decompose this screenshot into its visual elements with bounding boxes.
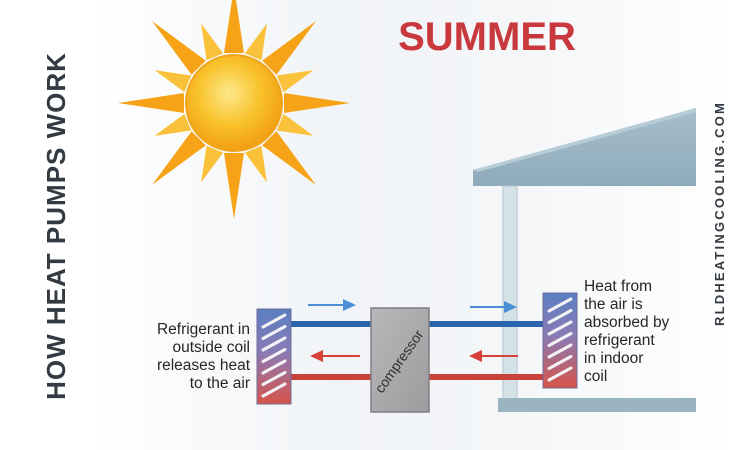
- caption-line: in indoor: [584, 350, 644, 367]
- coil-fin: [547, 355, 573, 370]
- caption-line: absorbed by: [584, 314, 670, 331]
- caption-line: Heat from: [584, 278, 653, 295]
- coil-fin: [547, 366, 573, 382]
- sun-icon: [118, 0, 350, 219]
- coil-fin: [547, 320, 573, 336]
- compressor: compressor: [370, 307, 430, 413]
- arrow-right-icon: [308, 299, 356, 311]
- sun-ray: [244, 23, 267, 61]
- caption-line: outside coil: [172, 339, 250, 356]
- sun-ray: [284, 93, 350, 113]
- season-heading: SUMMER: [398, 15, 576, 59]
- caption-line: releases heat: [156, 357, 250, 374]
- arrow-left-icon: [310, 350, 360, 362]
- sun-ray: [262, 20, 317, 75]
- house-icon: [473, 108, 696, 412]
- caption-line: refrigerant: [584, 332, 655, 349]
- sun-ray: [244, 145, 267, 183]
- sun-ray: [201, 145, 224, 183]
- caption-line: to the air: [189, 375, 250, 392]
- sun-ray: [262, 131, 317, 186]
- coil-fin: [547, 343, 573, 359]
- outdoor-coil-caption: Refrigerant in outside coil releases hea…: [120, 321, 250, 393]
- coil-fin: [547, 297, 573, 313]
- coil-fin: [261, 325, 287, 340]
- coil-fin: [261, 313, 287, 329]
- arrow-left-icon: [469, 350, 518, 362]
- arrow-right-icon: [470, 301, 517, 313]
- coil-fin: [261, 359, 287, 375]
- sun-ray: [201, 23, 224, 61]
- coil-fin: [547, 332, 573, 347]
- sun-ray: [154, 113, 192, 136]
- coil-fin: [261, 336, 287, 352]
- caption-line: the air is: [584, 296, 643, 313]
- coil-fin: [261, 382, 287, 398]
- sun-ray: [151, 131, 206, 186]
- coil-fin: [261, 371, 287, 386]
- coil-fin: [261, 348, 287, 363]
- sun-ray: [118, 93, 184, 113]
- caption-line: coil: [584, 368, 608, 385]
- coil-fin: [547, 309, 573, 324]
- sun-ray: [224, 0, 244, 53]
- indoor-coil-caption: Heat from the air is absorbed by refrige…: [584, 278, 724, 386]
- sun-ray: [151, 20, 206, 75]
- sun-ray: [224, 153, 244, 219]
- sun-ray: [276, 113, 314, 136]
- caption-line: Refrigerant in: [156, 321, 250, 338]
- refrigerant-pipes: [288, 321, 546, 380]
- sun-ray: [276, 70, 314, 93]
- side-title: HOW HEAT PUMPS WORK: [41, 52, 71, 400]
- sun-ray: [154, 70, 192, 93]
- coil-icon: [256, 308, 292, 405]
- coil-icon: [542, 292, 578, 389]
